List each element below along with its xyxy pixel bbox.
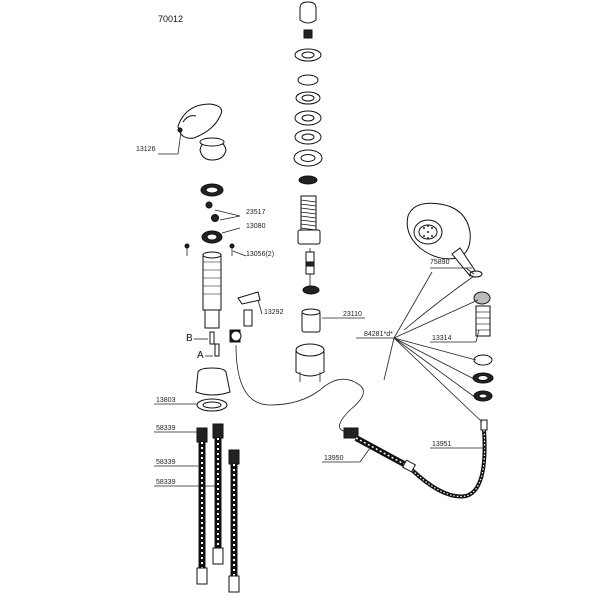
label-58339-1: 58339	[156, 425, 176, 432]
left-body-tube	[202, 254, 222, 311]
label-13803: 13803	[156, 397, 176, 404]
connecting-line	[235, 344, 364, 433]
label-58339-2: 58339	[156, 459, 176, 466]
label-23110: 23110	[343, 311, 362, 318]
label-23517: 23517	[246, 209, 266, 216]
label-75890: 75890	[430, 259, 450, 266]
left-body-base	[204, 309, 220, 329]
spray-assembly: 75890 84281*d* 13314 13951 13950	[322, 202, 494, 499]
label-13056: 13056(2)	[246, 251, 274, 258]
spray-fitting-1	[473, 291, 491, 305]
label-13314: 13314	[432, 335, 452, 342]
pin-b	[209, 331, 215, 345]
label-13951: 13951	[432, 441, 452, 448]
diagram-title: 70012	[158, 14, 183, 24]
supply-hoses: 58339 58339 58339	[154, 423, 240, 593]
escutcheon	[195, 367, 231, 396]
label-13080: 13080	[246, 223, 266, 230]
spray-washer-1	[473, 354, 493, 366]
label-13292: 13292	[264, 309, 284, 316]
marker-b: B	[186, 333, 193, 344]
side-screws	[184, 243, 235, 256]
o-ring-small-2	[211, 214, 219, 222]
spray-hose	[410, 429, 487, 499]
valve-housing	[295, 349, 325, 377]
spindle-washer	[302, 285, 320, 295]
label-58339-3: 58339	[156, 479, 176, 486]
o-ring-small-1	[205, 201, 213, 209]
ring-part-2	[297, 74, 319, 86]
knob-part	[299, 1, 317, 24]
tube-nut	[297, 229, 321, 245]
label-84281: 84281*d*	[364, 331, 393, 338]
clip-13292	[237, 291, 261, 305]
pin-a	[214, 343, 220, 357]
label-13126: 13126	[136, 146, 156, 153]
ring-part-7	[298, 175, 318, 185]
center-cartridge-stack: 23110	[293, 1, 365, 382]
clip-stem	[243, 309, 253, 327]
spray-neck	[451, 247, 477, 277]
marker-a: A	[197, 350, 204, 361]
left-handle-assembly: B A 13126 23517 13080 13056(2) 13292 138…	[136, 103, 284, 412]
spray-collar	[475, 305, 491, 337]
lever-handle	[177, 103, 223, 139]
hose-nut	[343, 427, 359, 439]
label-13950: 13950	[324, 455, 344, 462]
stem-screw	[303, 29, 313, 39]
